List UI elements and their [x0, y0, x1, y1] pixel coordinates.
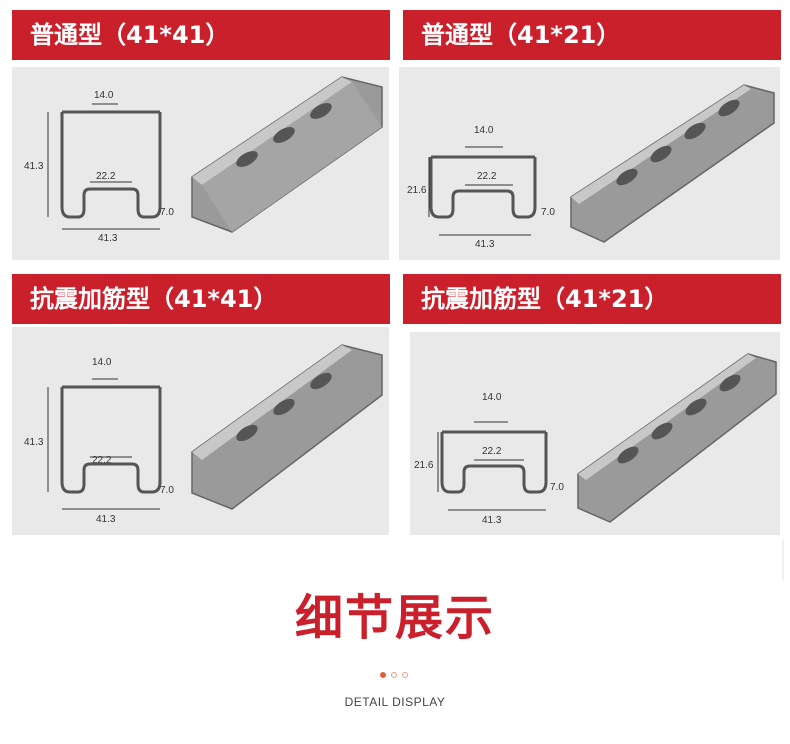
- panel-4-image: 14.0 21.6 22.2 7.0 41.3: [410, 332, 780, 535]
- panel-1-dim-height: 41.3: [24, 161, 44, 172]
- panel-1-title: 普通型（41*41）: [30, 21, 230, 49]
- panel-3-dim-base: 41.3: [96, 514, 116, 525]
- panel-1-dim-lip: 7.0: [160, 207, 174, 218]
- panel-1-title-banner: 普通型（41*41）: [12, 10, 390, 60]
- panel-4-drawing: 14.0 21.6 22.2 7.0 41.3: [414, 353, 777, 526]
- section-title: 细节展示: [294, 590, 495, 646]
- panel-2-dim-inner: 22.2: [477, 171, 497, 182]
- panel-3-dim-width: 14.0: [92, 357, 112, 368]
- dot-active: [380, 672, 386, 678]
- panel-2-dim-base: 41.3: [475, 239, 495, 250]
- panel-2-title: 普通型（41*21）: [421, 21, 621, 49]
- panel-2-dim-lip: 7.0: [541, 207, 555, 218]
- panel-2-drawing: 14.0 21.6 22.2 7.0 41.3: [407, 84, 775, 250]
- section-dots: [378, 670, 412, 680]
- panel-1-drawing: 14.0 41.3 22.2 7.0 41.3: [24, 76, 383, 244]
- panel-1-dim-base: 41.3: [98, 233, 118, 244]
- panel-1-dim-inner: 22.2: [96, 171, 116, 182]
- dot-3: [402, 672, 408, 678]
- panel-4-title: 抗震加筋型（41*21）: [421, 285, 669, 313]
- panel-3-dim-inner: 22.2: [92, 455, 112, 466]
- panel-1-dim-width: 14.0: [94, 90, 114, 101]
- panel-3-title: 抗震加筋型（41*41）: [30, 285, 278, 313]
- panel-3-dim-height: 41.3: [24, 437, 44, 448]
- panel-3-dim-lip: 7.0: [160, 485, 174, 496]
- panel-2-dim-height: 21.6: [407, 185, 427, 196]
- panel-4-dim-width: 14.0: [482, 392, 502, 403]
- panel-2-dim-width: 14.0: [474, 125, 494, 136]
- panel-3-title-banner: 抗震加筋型（41*41）: [12, 274, 390, 324]
- panel-2-title-banner: 普通型（41*21）: [403, 10, 781, 60]
- panel-4-dim-height: 21.6: [414, 460, 434, 471]
- panel-4-dim-lip: 7.0: [550, 482, 564, 493]
- panel-3-drawing: 14.0 41.3 22.2 7.0 41.3: [24, 344, 383, 525]
- dot-2: [391, 672, 397, 678]
- panel-1-image: 14.0 41.3 22.2 7.0 41.3: [12, 67, 389, 260]
- panel-2-image: 14.0 21.6 22.2 7.0 41.3: [399, 67, 780, 260]
- side-divider: [782, 540, 784, 580]
- panel-3-image: 14.0 41.3 22.2 7.0 41.3: [12, 327, 389, 535]
- panel-4-dim-base: 41.3: [482, 515, 502, 526]
- section-subtitle: DETAIL DISPLAY: [344, 695, 446, 709]
- panel-4-title-banner: 抗震加筋型（41*21）: [403, 274, 781, 324]
- panel-4-dim-inner: 22.2: [482, 446, 502, 457]
